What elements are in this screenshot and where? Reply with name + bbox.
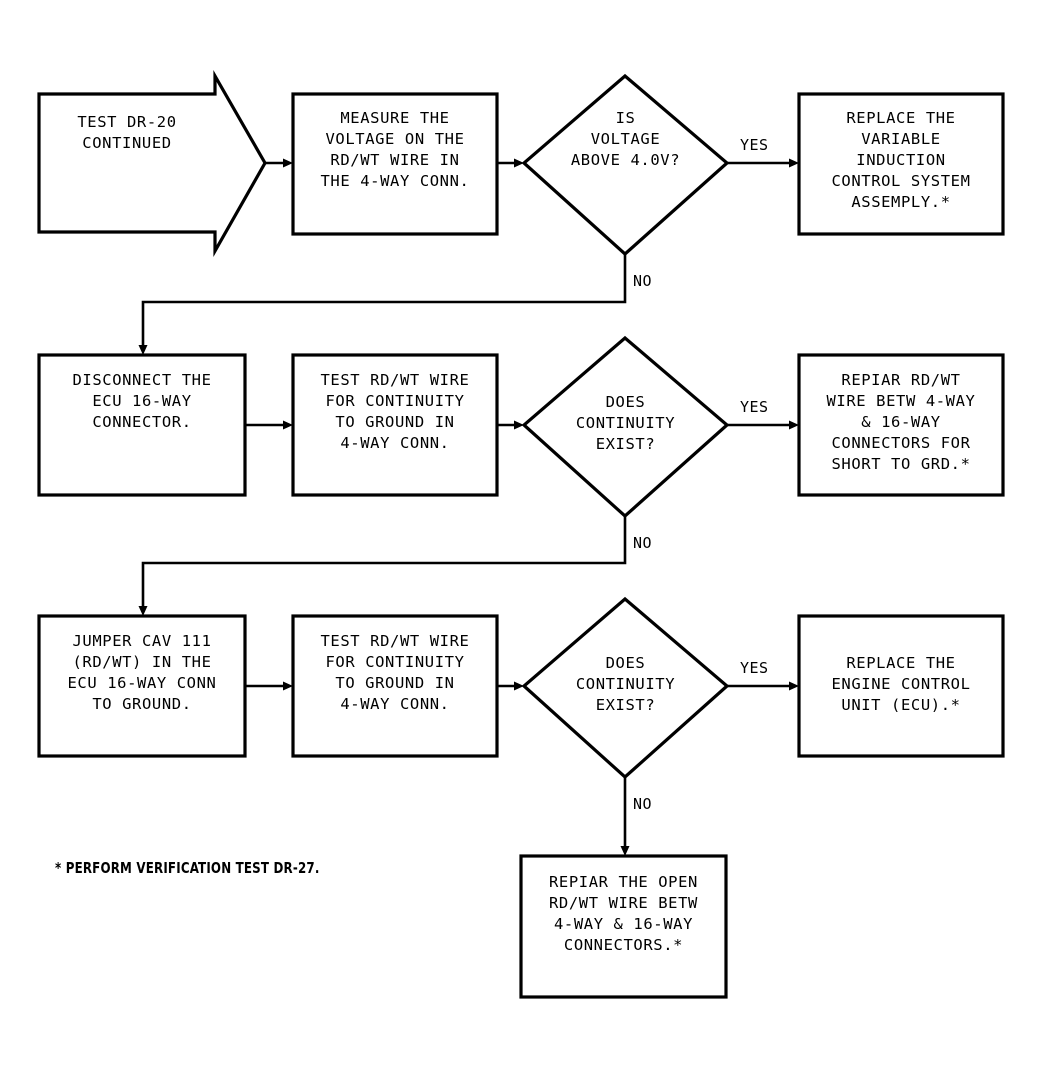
shape-row1-decision[interactable] bbox=[521, 73, 730, 257]
arrowhead-row3result-in bbox=[789, 681, 799, 691]
shape-row3-result[interactable] bbox=[797, 614, 1005, 758]
edge-label-row2-yes: YES bbox=[740, 398, 769, 416]
edge-label-row1-no: NO bbox=[633, 272, 653, 290]
shape-row2-process-a[interactable] bbox=[37, 353, 247, 497]
shape-row3-process-a[interactable] bbox=[37, 614, 247, 758]
arrowhead-finalresult-in bbox=[620, 846, 630, 856]
arrowhead-row1process-in bbox=[283, 158, 293, 168]
arrowhead-row2processb-in bbox=[283, 420, 293, 430]
edge-label-row3-no: NO bbox=[633, 795, 653, 813]
arrowhead-row2decision-in bbox=[514, 420, 524, 430]
arrowhead-row1decision-in bbox=[514, 158, 524, 168]
connector-row2decision-no bbox=[141, 516, 627, 611]
edge-label-row1-yes: YES bbox=[740, 136, 769, 154]
arrowhead-row3processa-in bbox=[138, 606, 148, 616]
shape-final-result[interactable] bbox=[519, 854, 728, 999]
edge-label-row3-yes: YES bbox=[740, 659, 769, 677]
shape-start-banner[interactable] bbox=[37, 70, 267, 258]
connector-row1decision-no bbox=[141, 254, 627, 350]
shape-row1-process[interactable] bbox=[291, 92, 499, 236]
shape-row2-process-b[interactable] bbox=[291, 353, 499, 497]
shape-row3-decision[interactable] bbox=[521, 596, 730, 780]
shape-row2-result[interactable] bbox=[797, 353, 1005, 497]
arrowhead-row2processa-in bbox=[138, 345, 148, 355]
arrowhead-row3processb-in bbox=[283, 681, 293, 691]
shape-row3-process-b[interactable] bbox=[291, 614, 499, 758]
arrowhead-row2result-in bbox=[789, 420, 799, 430]
arrowhead-row1result-in bbox=[789, 158, 799, 168]
shape-row1-result[interactable] bbox=[797, 92, 1005, 236]
shape-row2-decision[interactable] bbox=[521, 335, 730, 519]
edge-label-row2-no: NO bbox=[633, 534, 653, 552]
footnote-verification-test: * PERFORM VERIFICATION TEST DR-27. bbox=[55, 859, 320, 877]
arrowhead-row3decision-in bbox=[514, 681, 524, 691]
